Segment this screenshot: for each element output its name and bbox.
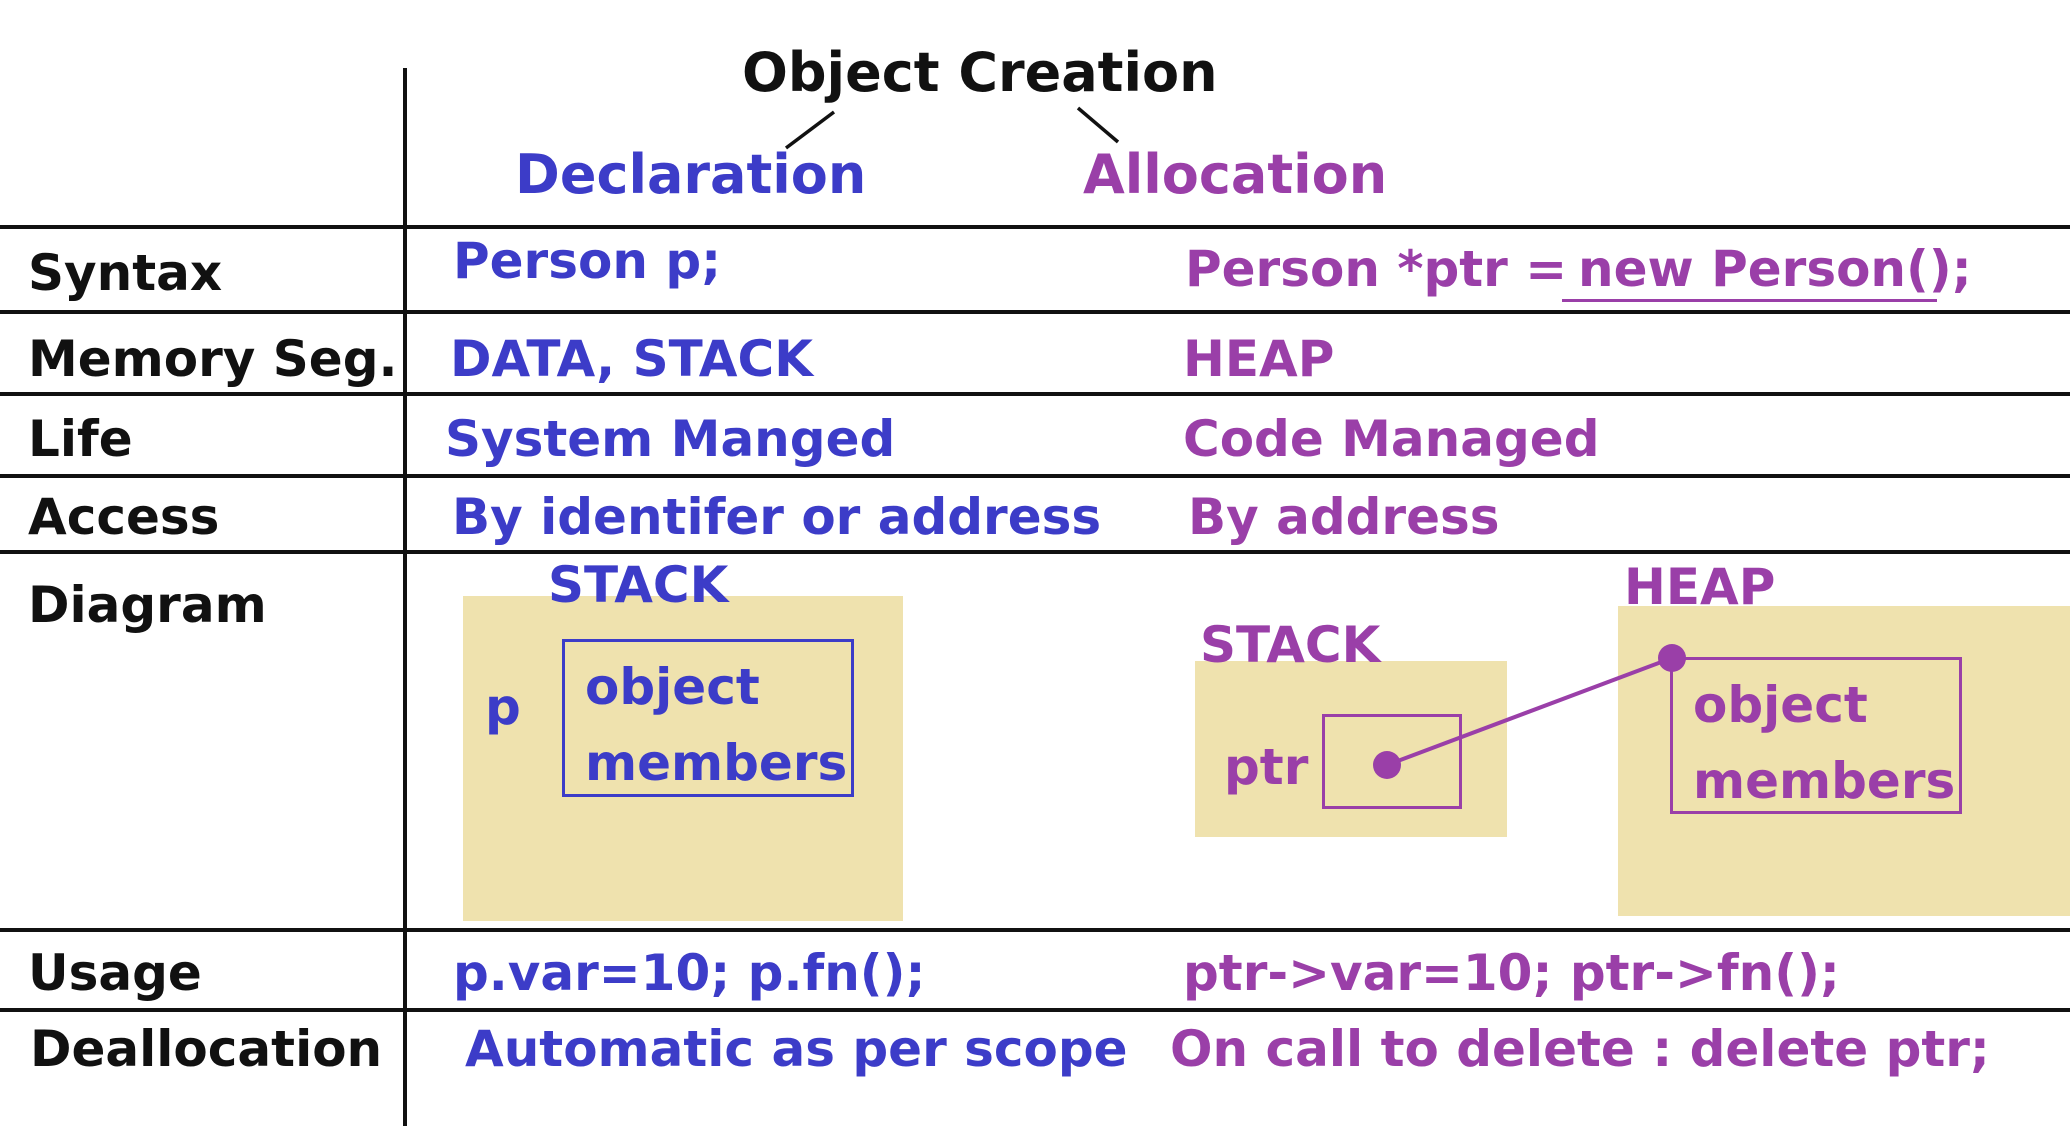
members-label: members [585, 734, 848, 792]
row-label-usage: Usage [28, 944, 202, 1002]
diagram-title: Object Creation [742, 41, 1218, 104]
heap-segment-label: HEAP [1624, 558, 1776, 616]
row-divider [0, 474, 2070, 478]
deallocation-allocation: On call to delete : delete ptr; [1170, 1020, 1990, 1078]
row-divider [0, 1008, 2070, 1012]
heap-object-label: object [1693, 676, 1868, 734]
life-declaration: System Manged [445, 410, 896, 468]
pointer-origin-dot [1373, 751, 1401, 779]
row-divider [0, 928, 2070, 932]
alloc-stack-segment-label: STACK [1200, 616, 1381, 674]
row-divider [0, 225, 2070, 229]
usage-declaration: p.var=10; p.fn(); [453, 944, 926, 1002]
deallocation-declaration: Automatic as per scope [465, 1020, 1128, 1078]
heap-members-label: members [1693, 752, 1956, 810]
memory-seg-allocation: HEAP [1183, 330, 1335, 388]
allocation-header: Allocation [1083, 143, 1388, 206]
syntax-underline [1562, 299, 1937, 302]
row-label-access: Access [28, 488, 220, 546]
object-label: object [585, 658, 760, 716]
stack-segment-box [463, 596, 903, 921]
memory-seg-declaration: DATA, STACK [450, 330, 813, 388]
branch-to-declaration [784, 110, 836, 150]
row-label-diagram: Diagram [28, 576, 267, 634]
object-members-box [562, 639, 854, 797]
syntax-allocation: Person *ptr = [1185, 240, 1568, 298]
stack-segment-label: STACK [548, 556, 729, 614]
row-divider [0, 392, 2070, 396]
row-divider [0, 550, 2070, 554]
pointer-link-line [1386, 656, 1673, 767]
life-allocation: Code Managed [1183, 410, 1600, 468]
pointer-target-dot [1658, 644, 1686, 672]
access-declaration: By identifer or address [452, 488, 1102, 546]
row-label-life: Life [28, 410, 133, 468]
column-divider [403, 68, 407, 1126]
pointer-box [1322, 714, 1462, 809]
stack-variable-p: p [485, 678, 521, 736]
declaration-header: Declaration [515, 143, 867, 206]
row-divider [0, 310, 2070, 314]
row-label-syntax: Syntax [28, 244, 223, 302]
branch-to-allocation [1076, 106, 1120, 144]
syntax-declaration: Person p; [453, 232, 722, 290]
row-label-memory-seg: Memory Seg. [28, 330, 398, 388]
heap-object-box [1670, 657, 1962, 814]
access-allocation: By address [1188, 488, 1500, 546]
pointer-label: ptr [1224, 738, 1309, 796]
row-label-deallocation: Deallocation [30, 1020, 383, 1078]
usage-allocation: ptr->var=10; ptr->fn(); [1183, 944, 1840, 1002]
syntax-allocation-new: new Person(); [1578, 240, 1972, 298]
